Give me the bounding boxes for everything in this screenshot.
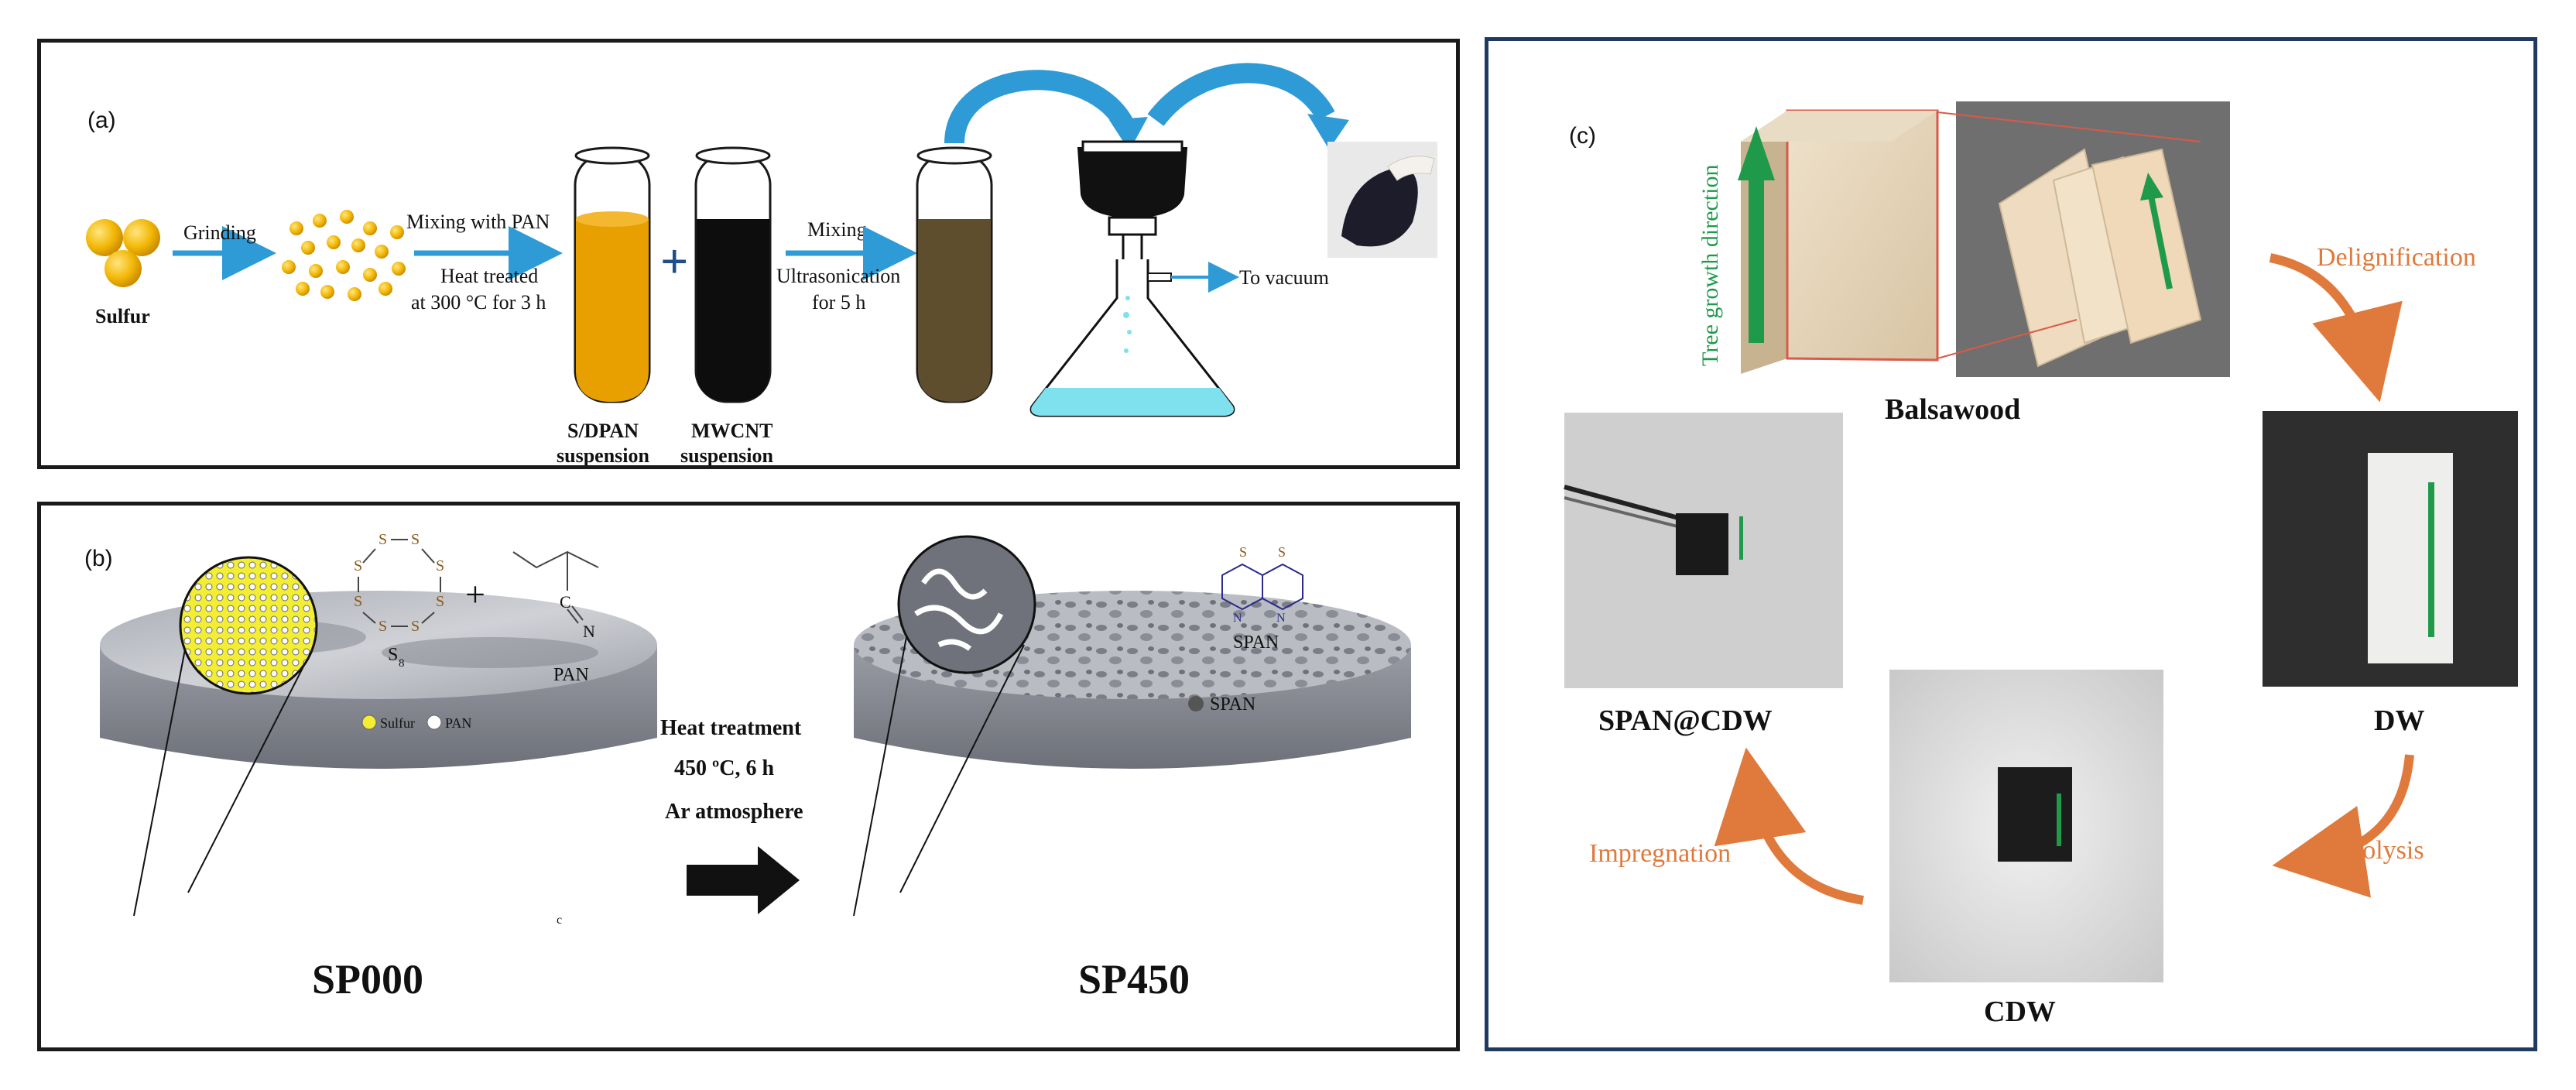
sulfur-balls-icon	[86, 219, 160, 287]
sulfur-legend-icon	[361, 715, 377, 730]
sdpan-label: S/DPAN	[567, 420, 639, 442]
sp000-zoom-circle	[179, 556, 318, 695]
mixing-pan-label: Mixing with PAN	[406, 211, 550, 233]
delignification-label: Delignification	[2317, 243, 2476, 272]
balsawood-label: Balsawood	[1885, 393, 2020, 426]
pour-arrow	[944, 70, 1136, 144]
sp450-zoom-circle	[897, 535, 1036, 674]
pyrolysis-arrow	[2272, 754, 2414, 898]
svg-text:S: S	[436, 593, 444, 610]
sdpan-label-2: suspension	[557, 444, 649, 465]
cdw-label: CDW	[1984, 996, 2056, 1028]
flexible-film-photo	[1327, 142, 1437, 258]
panel-b-label: (b)	[84, 546, 113, 571]
sp450-porous-texture	[914, 568, 1004, 651]
span-legend-label: SPAN	[1210, 694, 1255, 715]
pyrolysis-label: Pyrolysis	[2326, 836, 2424, 865]
span-legend-icon	[1188, 696, 1204, 711]
panel-c: (c) Tree growth direction Balsawood Deli…	[1485, 37, 2537, 1051]
delignification-arrow	[2269, 253, 2403, 403]
dw-label: DW	[2374, 704, 2424, 737]
sp000-label: SP000	[312, 956, 423, 1003]
heat-treated-label-2: at 300 °C for 3 h	[411, 291, 546, 314]
panel-a: (a) Sulfur Grinding Mixing with PAN Heat…	[37, 39, 1460, 469]
pour-arrow-head	[1109, 117, 1148, 151]
panel-a-label: (a)	[87, 108, 116, 133]
heat-treated-label: Heat treated	[440, 265, 538, 287]
panel-c-diagram: (c) Tree growth direction Balsawood Deli…	[1564, 101, 2518, 1028]
mwcnt-label-2: suspension	[680, 444, 773, 465]
zoom-line-right-a	[853, 636, 907, 917]
pan-c-atom: C	[560, 592, 571, 612]
span-s-atom-1: S	[1239, 544, 1247, 560]
mwcnt-tube	[694, 146, 772, 403]
heat-treatment-arrow	[687, 846, 800, 914]
zoom-line-right-b	[899, 644, 1025, 893]
mixture-tube	[916, 146, 993, 403]
span-cdw-label: SPAN@CDW	[1598, 704, 1773, 737]
span-s-atom-2: S	[1278, 544, 1286, 560]
span-n-atom-1: N	[1233, 612, 1242, 625]
plus-sign-b: +	[465, 574, 485, 614]
svg-text:S: S	[379, 531, 387, 548]
span-label: SPAN	[1233, 632, 1279, 653]
svg-text:S: S	[411, 531, 420, 548]
s8-label: S	[388, 645, 398, 665]
to-vacuum-label: To vacuum	[1239, 266, 1329, 289]
ground-sulfur-particles-icon	[282, 210, 406, 301]
s8-subscript: 8	[399, 657, 405, 670]
heat-treatment-temp: 450 ºC, 6 h	[674, 756, 774, 780]
impregnation-arrow	[1714, 747, 1864, 905]
svg-text:S: S	[436, 557, 444, 574]
plus-sign: +	[660, 234, 688, 289]
mwcnt-label: MWCNT	[691, 420, 772, 442]
cdw-photo	[1889, 670, 2163, 982]
sulfur-label: Sulfur	[95, 305, 150, 327]
svg-text:S: S	[354, 593, 362, 610]
span-n-atom-2: N	[1276, 612, 1286, 625]
legend-sulfur-label: Sulfur	[380, 715, 415, 731]
tiny-mark-label: c	[557, 913, 562, 927]
svg-text:S: S	[379, 618, 387, 635]
sdpan-tube	[574, 146, 651, 403]
dw-photo	[2263, 411, 2518, 687]
span-structure	[1221, 563, 1303, 611]
panel-c-label: (c)	[1569, 123, 1596, 149]
span-cdw-photo	[1564, 413, 1843, 688]
s8-ring-bonds	[358, 539, 441, 627]
sp450-label: SP450	[1078, 956, 1190, 1003]
balsawood-block-photo	[1727, 101, 1951, 377]
svg-text:S: S	[411, 618, 420, 635]
vacuum-filter-icon	[1029, 140, 1235, 417]
impregnation-label: Impregnation	[1589, 839, 1731, 868]
mixing-label: Mixing	[807, 218, 867, 241]
pan-structure	[512, 550, 599, 624]
pan-legend-icon	[426, 715, 442, 730]
pan-n-atom: N	[583, 622, 595, 641]
svg-text:S: S	[354, 557, 362, 574]
balsawood-slices-photo	[1956, 101, 2230, 377]
transfer-arrow	[1147, 63, 1335, 127]
transfer-arrow-head	[1307, 114, 1349, 149]
tree-growth-label: Tree growth direction	[1697, 164, 1723, 366]
slice-guide-line-2	[1937, 319, 2078, 359]
ultrasonication-label-2: for 5 h	[812, 291, 865, 314]
slice-guide-line-1	[1937, 111, 2201, 142]
zoom-line-left-b	[187, 664, 305, 893]
heat-treatment-atm: Ar atmosphere	[665, 800, 803, 824]
zoom-line-left-a	[133, 649, 186, 917]
legend-pan-label: PAN	[445, 715, 471, 731]
grinding-label: Grinding	[183, 221, 256, 244]
heat-treatment-title: Heat treatment	[660, 716, 802, 740]
panel-a-diagram: (a) Sulfur Grinding Mixing with PAN Heat…	[86, 63, 1437, 465]
pan-label: PAN	[553, 665, 589, 685]
ultrasonication-label: Ultrasonication	[776, 265, 900, 287]
